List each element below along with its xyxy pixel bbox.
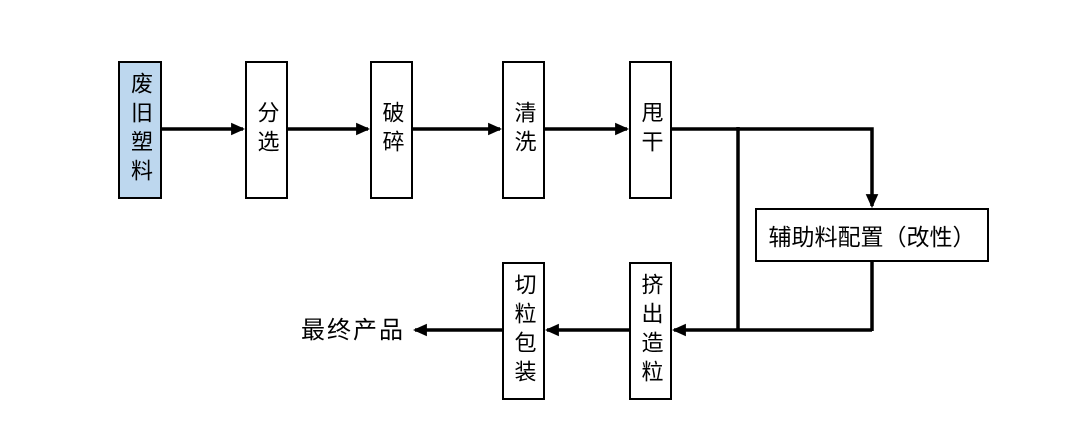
node-crushing-label: 破碎 bbox=[379, 100, 405, 160]
edge-spindry-to-auxiliary bbox=[672, 127, 879, 209]
node-auxiliary-config: 辅助料配置（改性） bbox=[755, 208, 989, 262]
node-crushing: 破碎 bbox=[370, 61, 413, 199]
node-washing-label: 清洗 bbox=[511, 100, 537, 160]
node-auxiliary-config-label: 辅助料配置（改性） bbox=[768, 225, 976, 250]
node-extrusion-granulation: 挤出造粒 bbox=[629, 262, 672, 400]
node-waste-plastic-label: 废旧塑料 bbox=[128, 71, 153, 189]
node-waste-plastic: 废旧塑料 bbox=[118, 61, 162, 199]
node-washing: 清洗 bbox=[502, 61, 545, 199]
node-spin-drying: 甩干 bbox=[629, 61, 672, 199]
node-spin-drying-label: 甩干 bbox=[638, 100, 664, 160]
node-sorting-label: 分选 bbox=[254, 100, 280, 160]
node-cutting-packaging-label: 切粒包装 bbox=[511, 272, 537, 390]
node-cutting-packaging: 切粒包装 bbox=[502, 262, 545, 400]
node-extrusion-granulation-label: 挤出造粒 bbox=[638, 272, 664, 390]
node-sorting: 分选 bbox=[245, 61, 288, 199]
final-product-label: 最终产品 bbox=[301, 318, 405, 344]
